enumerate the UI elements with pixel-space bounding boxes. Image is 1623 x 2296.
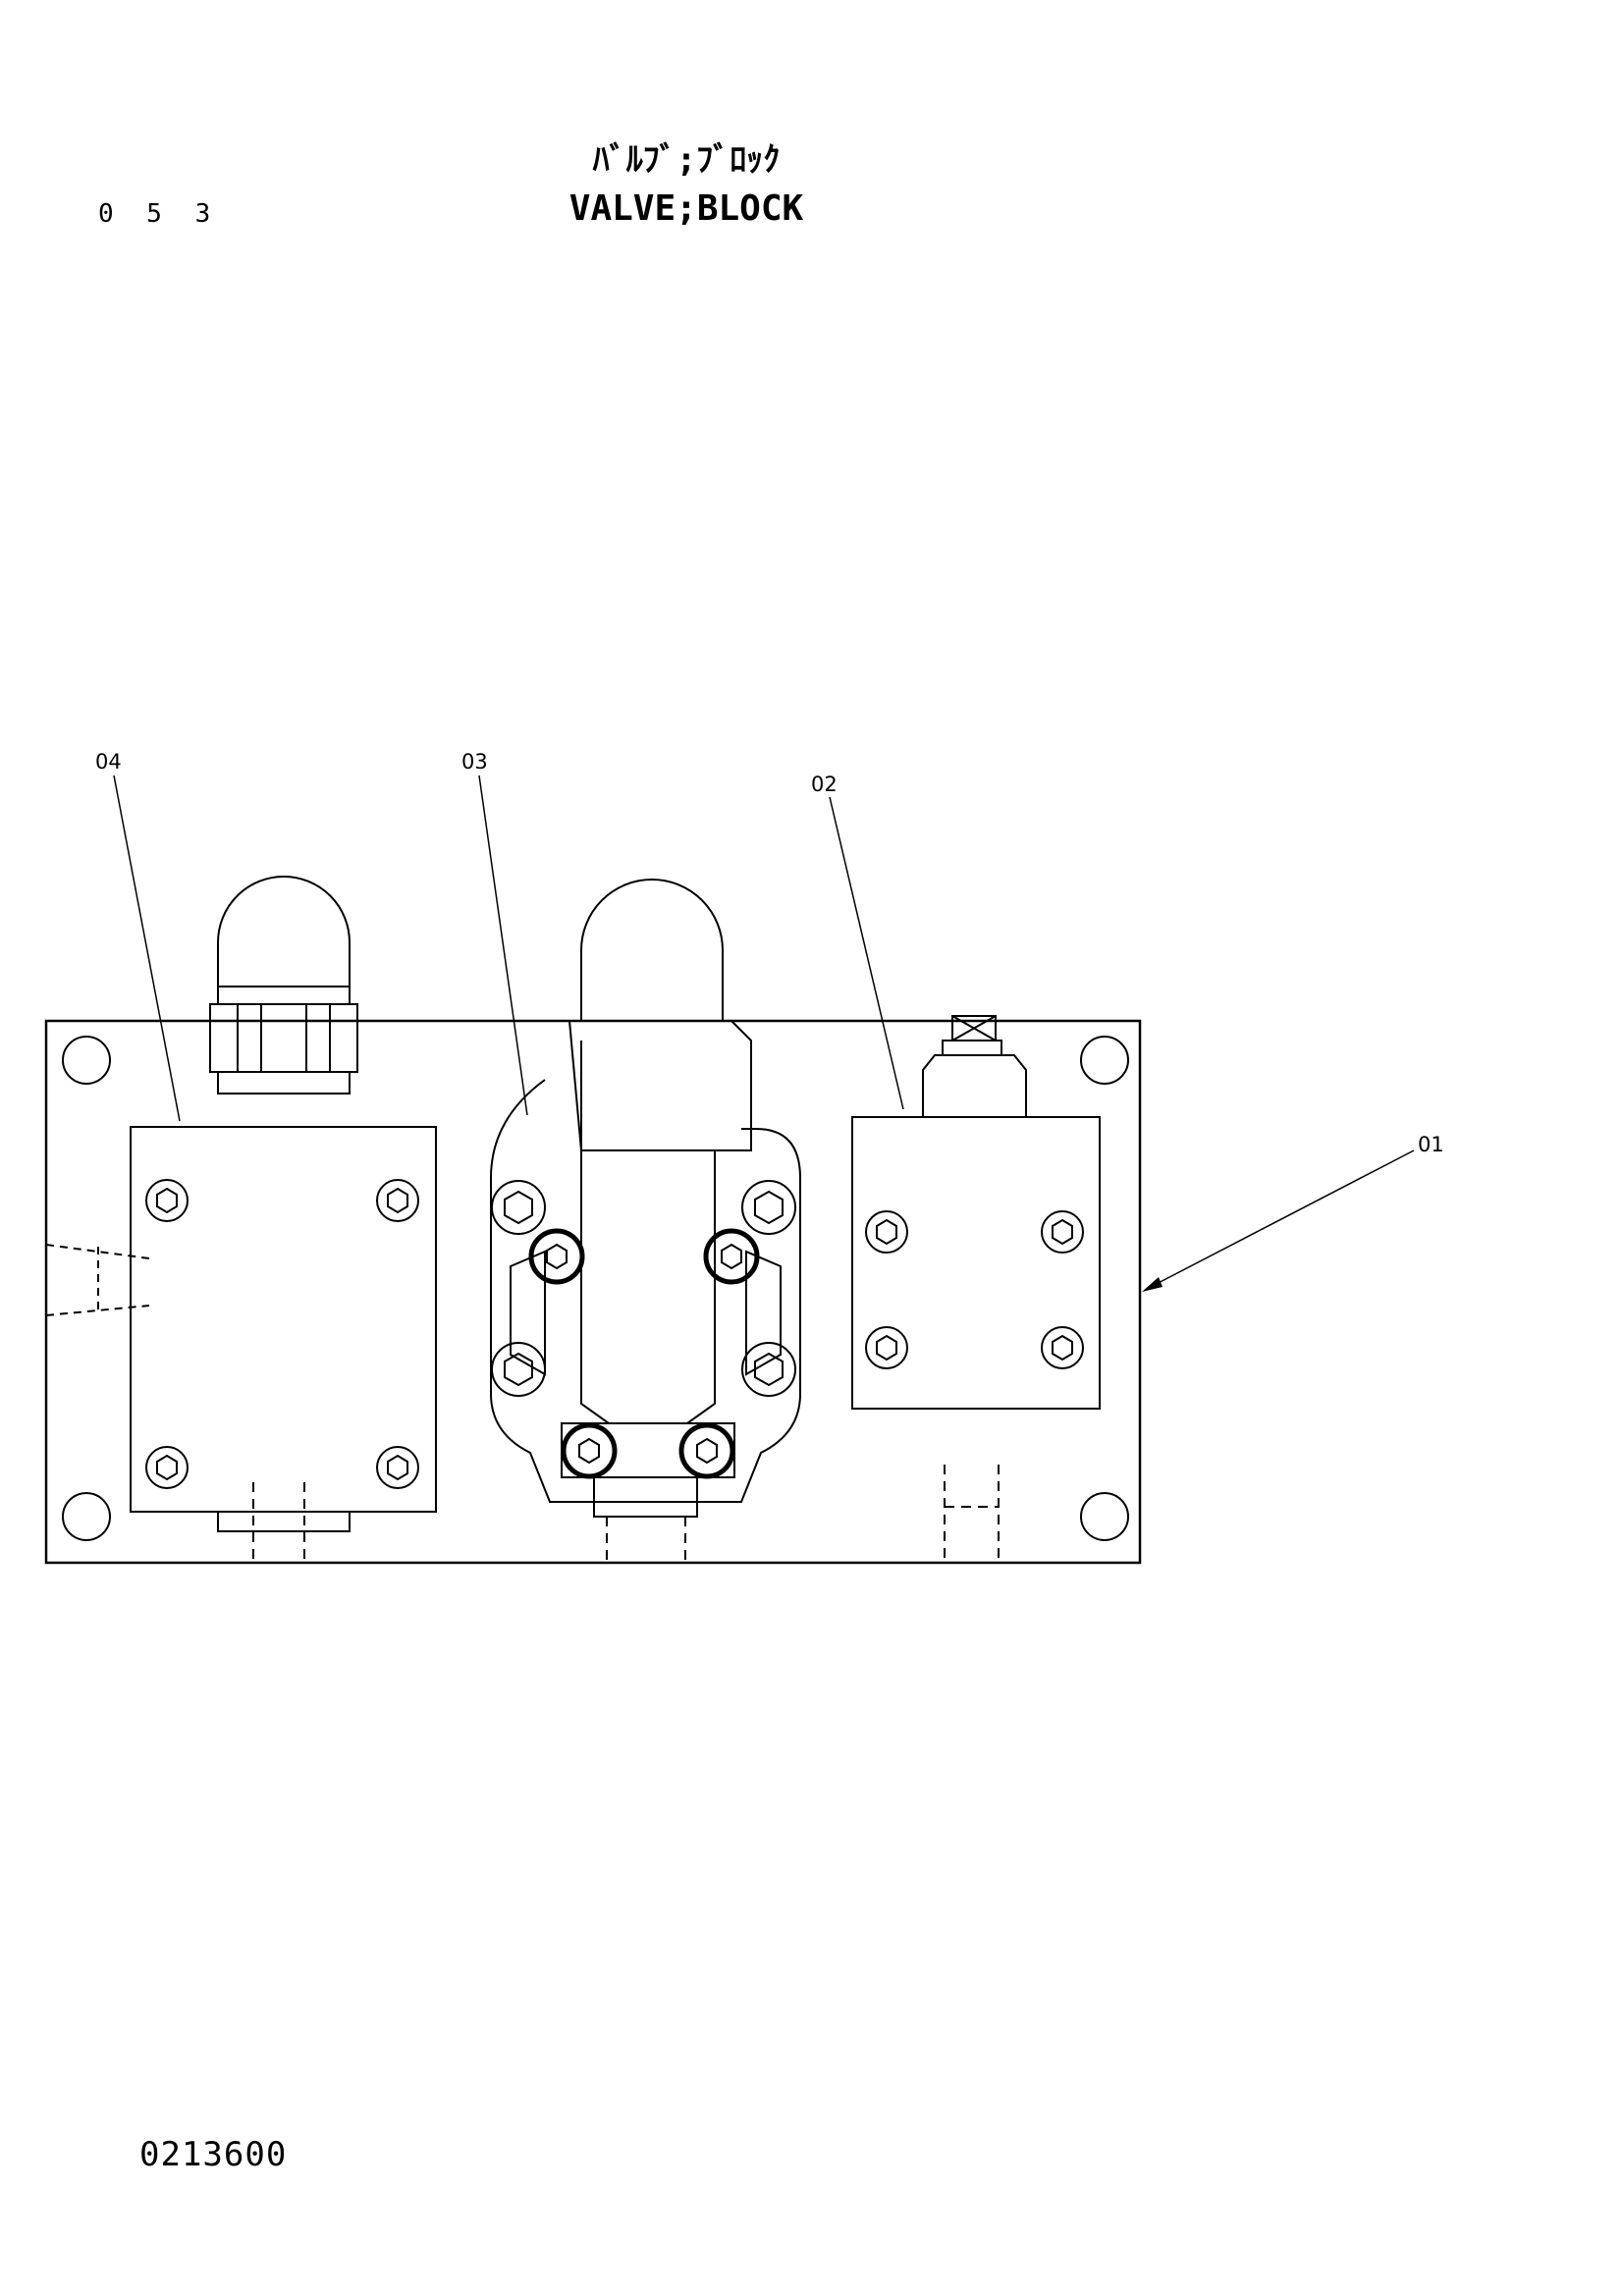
- bolt: [491, 1180, 796, 1397]
- valve-03: [490, 879, 801, 1518]
- bolt-bold: [528, 1228, 760, 1479]
- mounting-hole: [1080, 1492, 1129, 1541]
- bolt: [865, 1210, 1084, 1369]
- bottom-port: [252, 1465, 1000, 1563]
- callout-01: 01: [1418, 1133, 1444, 1156]
- bolt: [145, 1179, 419, 1489]
- title-japanese: ﾊﾞﾙﾌﾞ;ﾌﾞﾛｯｸ: [592, 140, 781, 180]
- bolt-head: [546, 1243, 742, 1465]
- title-english: VALVE;BLOCK: [568, 188, 804, 229]
- callout-02: 02: [811, 773, 838, 796]
- leader-lines: [113, 774, 1415, 1289]
- valve-04: [130, 876, 437, 1532]
- mounting-hole: [62, 1492, 111, 1541]
- mounting-hole: [62, 1036, 111, 1085]
- arrowhead-01: [1142, 1277, 1163, 1292]
- valve-02: [851, 1015, 1101, 1410]
- mounting-hole: [1080, 1036, 1129, 1085]
- page-number: 0 5 3: [98, 199, 220, 229]
- side-port: [45, 1244, 150, 1316]
- callout-04: 04: [95, 750, 122, 774]
- drawing-number: 0213600: [139, 2135, 288, 2174]
- callout-03: 03: [461, 750, 488, 774]
